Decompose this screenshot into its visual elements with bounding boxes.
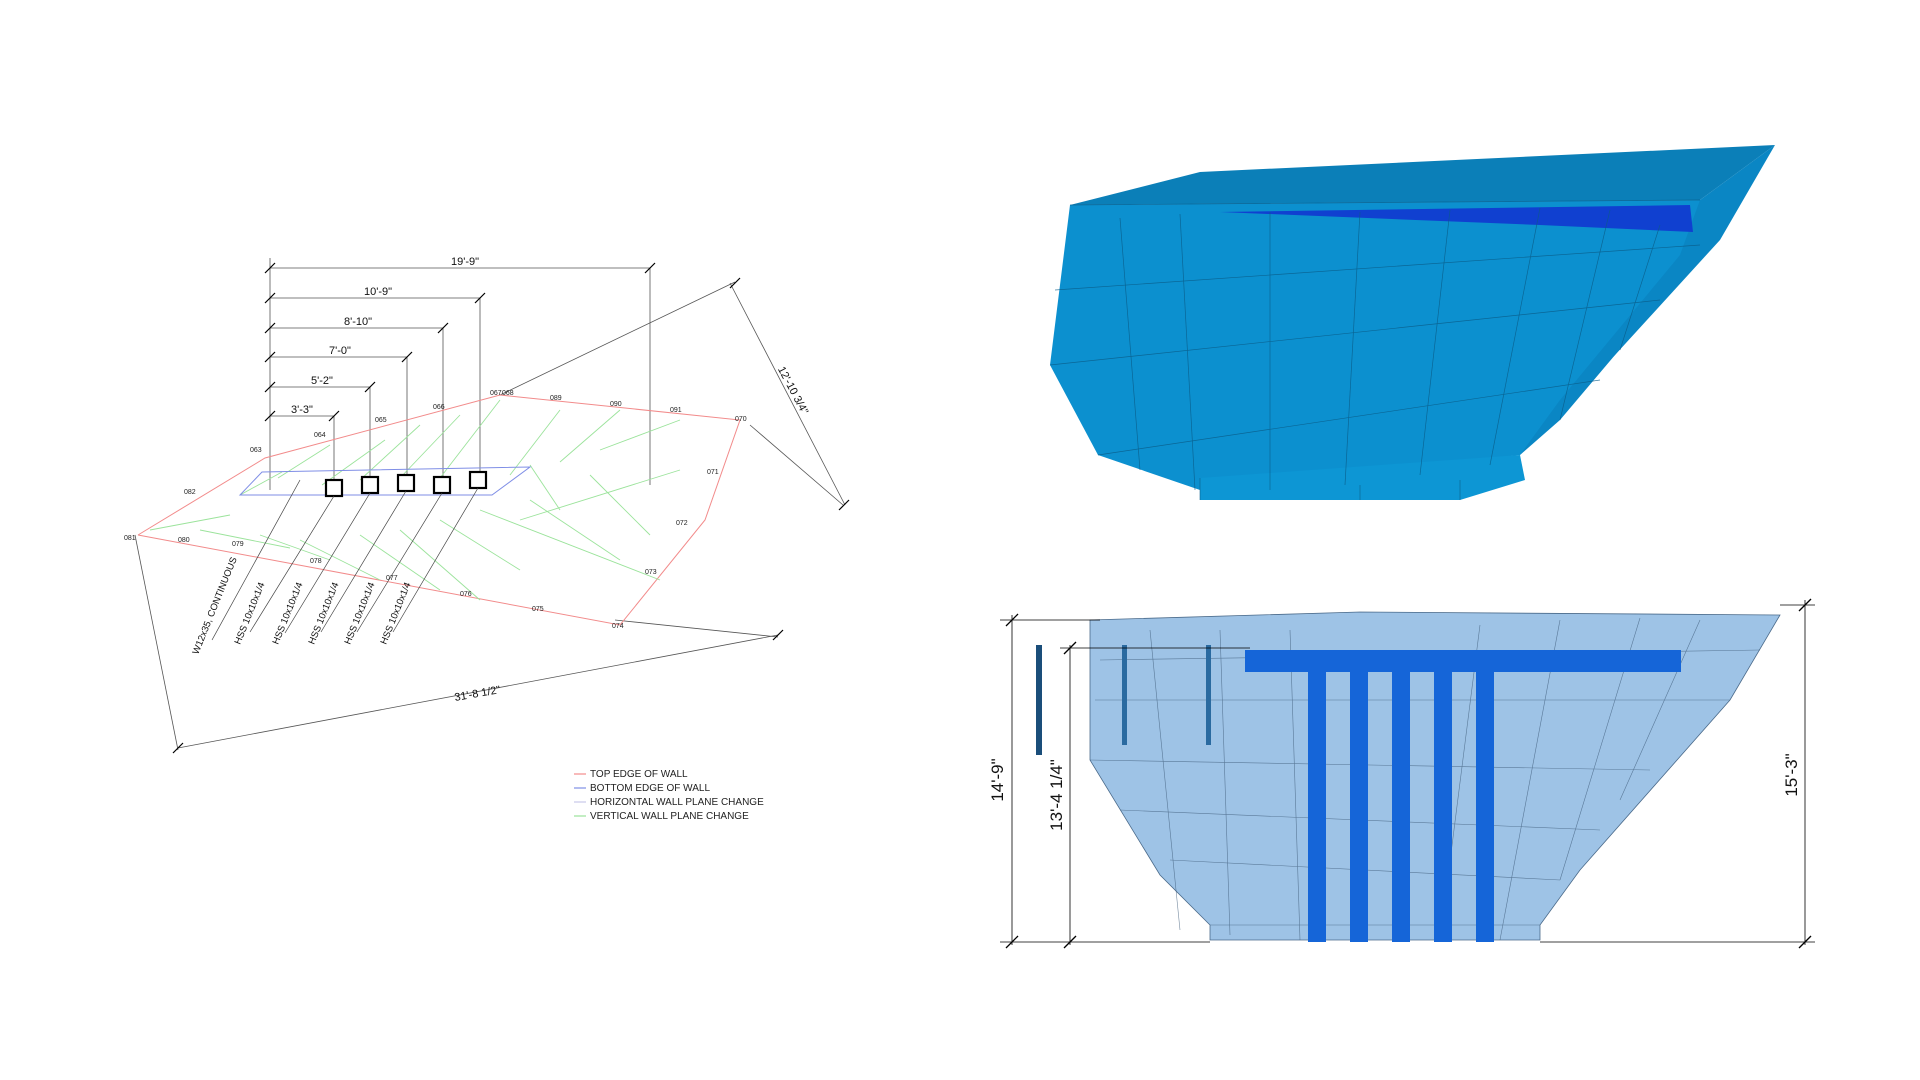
dimension-ticks [172,262,850,754]
elevation-view: 14'-9" 13'-4 1/4" 15'-3" [988,598,1815,949]
point-label: 072 [676,520,688,527]
elevation-column-3 [1392,672,1410,942]
point-label: 079 [232,541,244,548]
point-label: 075 [532,606,544,613]
model-3d-view [1049,145,1775,500]
dim-19-9: 19'-9" [451,256,479,268]
model-panel-lines [1049,199,1701,500]
member-leaders [211,479,479,641]
dim-31-8: 31'-8 1/2" [454,684,502,704]
point-label: 066 [433,404,445,411]
point-label: 076 [460,591,472,598]
dimension-lines [134,258,846,751]
elevation-column-2 [1350,672,1368,942]
point-label: 073 [645,569,657,576]
point-label: 065 [375,417,387,424]
point-label: 090 [610,401,622,408]
elevation-column-1 [1308,672,1326,942]
hss-column-1 [324,478,344,498]
hss-column-4 [432,475,452,495]
point-label: 067 [490,390,502,397]
point-label: 081 [124,535,136,542]
point-label: 074 [612,623,624,630]
elevation-dim-13-4: 13'-4 1/4" [1047,759,1066,831]
point-label: 082 [184,489,196,496]
model-base [1200,455,1525,500]
hss-column-2 [360,475,380,495]
legend-label-top: TOP EDGE OF WALL [590,769,688,780]
point-label: 071 [707,469,719,476]
hss-column-5 [468,470,488,490]
dim-10-9: 10'-9" [364,286,392,298]
member-label-hss-5: HSS 10x10x1/4 [379,581,414,646]
point-label: 089 [550,395,562,402]
top-edge-wall [137,394,741,626]
dim-12-10: 12'-10 3/4" [775,365,810,417]
point-label: 068 [502,390,514,397]
vertical-plane-lines [149,399,681,601]
member-label-hss-3: HSS 10x10x1/4 [307,581,342,646]
point-label: 077 [386,575,398,582]
elevation-post-right [1206,645,1211,745]
point-label: 078 [310,558,322,565]
model-top-rim [1070,145,1775,205]
elevation-dim-15-3: 15'-3" [1782,753,1801,796]
dim-3-3: 3'-3" [291,404,313,416]
legend-label-horizontal: HORIZONTAL WALL PLANE CHANGE [590,797,764,808]
elevation-column-4 [1434,672,1452,942]
point-label: 070 [735,416,747,423]
elevation-post-left [1036,645,1042,755]
point-label: 064 [314,432,326,439]
dim-7-0: 7'-0" [329,345,351,357]
elevation-beam [1245,650,1681,672]
point-label: 091 [670,407,682,414]
legend-label-bottom: BOTTOM EDGE OF WALL [590,783,710,794]
point-label: 080 [178,537,190,544]
model-inner-beam [1220,205,1693,232]
legend-label-vertical: VERTICAL WALL PLANE CHANGE [590,811,749,822]
member-label-hss-4: HSS 10x10x1/4 [343,581,378,646]
point-label: 063 [250,447,262,454]
elevation-post-mid [1122,645,1127,745]
member-label-hss-1: HSS 10x10x1/4 [233,581,268,646]
elevation-dim-14-9: 14'-9" [988,758,1007,801]
elevation-dimension-lines [1000,600,1815,945]
hss-columns [324,470,488,498]
elevation-column-5 [1476,672,1494,942]
dim-8-10: 8'-10" [344,316,372,328]
model-side-face [1520,145,1775,455]
plan-diagram: 19'-9" 10'-9" 8'-10" 7'-0" 5'-2" 3'-3" 1… [124,256,850,822]
hss-column-3 [396,473,416,493]
elevation-dimension-ticks [1005,598,1812,949]
dim-5-2: 5'-2" [311,375,333,387]
bottom-edge-wall [238,466,532,496]
legend: TOP EDGE OF WALL BOTTOM EDGE OF WALL HOR… [574,769,764,822]
